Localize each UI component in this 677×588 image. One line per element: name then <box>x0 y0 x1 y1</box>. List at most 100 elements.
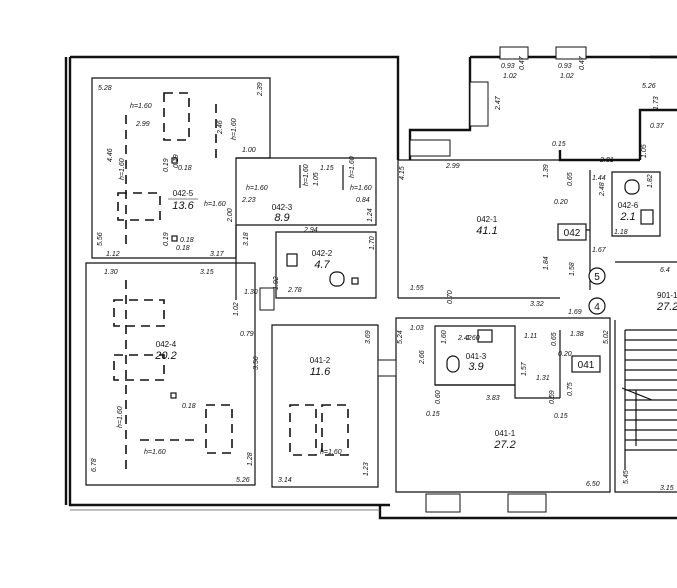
tag-042-label: 042 <box>564 228 581 239</box>
dim-label: 0.79 <box>240 331 254 338</box>
dim-label: 2.78 <box>287 287 302 294</box>
room-id-042-6: 042-6 <box>618 201 639 210</box>
room-042-4 <box>85 262 256 486</box>
dim-label: 1.02 <box>560 73 574 80</box>
dim-label: 1.03 <box>410 325 424 332</box>
dim-label: 2.99 <box>135 121 150 128</box>
dim-label: 0.65 <box>567 172 574 186</box>
dim-label: 1.44 <box>592 175 606 182</box>
dim-label: 2.46 <box>217 120 224 135</box>
room-id-042-2: 042-2 <box>312 249 333 258</box>
dim-label: 3.69 <box>365 330 372 344</box>
dim-label: 0.65 <box>551 332 558 346</box>
dim-label: 0.19 <box>163 232 170 246</box>
dim-label: 1.12 <box>106 251 120 258</box>
tag-042: 042 <box>557 223 587 241</box>
dim-label: 2.23 <box>241 197 256 204</box>
room-area-042-4: 20.2 <box>154 350 176 362</box>
room-area-042-5: 13.6 <box>172 200 194 212</box>
dim-label: 6.4 <box>660 267 670 274</box>
room-id-042-3: 042-3 <box>272 203 293 212</box>
dim-label: 2.99 <box>445 163 460 170</box>
marker-5-label: 5 <box>594 272 600 283</box>
dim-label: 1.84 <box>543 256 550 270</box>
room-area-041-2: 11.6 <box>310 366 331 378</box>
dim-label: 1.39 <box>543 164 550 178</box>
dim-label: 5.45 <box>623 470 630 484</box>
dim-label: 3.14 <box>278 477 292 484</box>
dim-label: 2.39 <box>257 82 264 97</box>
dim-label: 1.02 <box>233 302 240 316</box>
dim-label: 1.24 <box>367 208 374 222</box>
dim-label: 0.15 <box>554 413 568 420</box>
dim-label: 3.15 <box>200 269 214 276</box>
dim-label: 5.02 <box>603 330 610 344</box>
marker-5: 5 <box>588 267 606 285</box>
dim-label: 0.18 <box>180 237 194 244</box>
dim-label: 0.59 <box>549 390 556 404</box>
dim-label: 1.11 <box>524 333 537 340</box>
room-id-041-1: 041-1 <box>495 429 516 438</box>
tag-041: 041 <box>571 355 601 373</box>
tag-041-label: 041 <box>578 360 595 371</box>
dim-label: 3.17 <box>210 251 225 258</box>
dim-label: 1.82 <box>647 174 654 188</box>
dim-label: 3.83 <box>486 395 500 402</box>
dim-label: 1.18 <box>614 229 628 236</box>
dim-label: 1.02 <box>503 73 517 80</box>
dim-label: h=1.60 <box>303 164 310 186</box>
windows <box>259 46 587 513</box>
room-041-1 <box>395 317 611 493</box>
dim-label: 2.66 <box>419 350 426 365</box>
dim-label: 2.94 <box>303 227 318 234</box>
dim-label: 0.18 <box>182 403 196 410</box>
dim-label: 0.20 <box>558 351 572 358</box>
dim-label: h=1.60 <box>349 156 356 178</box>
dim-label: h=1.60 <box>117 406 124 428</box>
dim-label: 3.15 <box>660 485 674 492</box>
room-042-3 <box>235 157 377 300</box>
dim-label: 5.28 <box>98 85 112 92</box>
dim-label: 1.60 <box>441 330 448 344</box>
room-id-042-1: 042-1 <box>477 215 498 224</box>
dim-label: 0.15 <box>552 141 566 148</box>
dim-label: 0.15 <box>426 411 440 418</box>
dim-label: 1.57 <box>521 361 528 376</box>
dim-label: h=1.60 <box>246 185 268 192</box>
room-area-901-13: 27.2 <box>656 301 677 313</box>
dim-label: 1.38 <box>570 331 584 338</box>
dim-label: 1.58 <box>569 262 576 276</box>
dim-label: 0.19 <box>173 154 180 168</box>
dim-label: 5.26 <box>642 83 656 90</box>
dimension-labels: 5.28 2.39 h=1.60 2.99 2.46 h=1.60 4.46 h… <box>91 55 674 492</box>
dim-label: 1.31 <box>536 375 550 382</box>
dim-label: 4.15 <box>399 166 406 180</box>
dim-label: h=1.60 <box>320 449 342 456</box>
stairwell <box>614 261 677 493</box>
room-id-041-2: 041-2 <box>310 356 331 365</box>
dim-label: 3.56 <box>253 356 260 370</box>
marker-4: 4 <box>588 297 606 315</box>
dim-label: 1.55 <box>410 285 424 292</box>
dim-label: 4.46 <box>107 148 114 162</box>
dim-label: 3.18 <box>243 232 250 246</box>
dim-label: 5.56 <box>97 232 104 246</box>
room-area-042-3: 8.9 <box>274 212 289 224</box>
dim-label: 1.05 <box>313 172 320 186</box>
dim-label: 1.30 <box>104 269 118 276</box>
dim-label: 0.37 <box>650 123 665 130</box>
dim-label: 2.00 <box>227 208 234 223</box>
dim-label: 0.75 <box>567 382 574 396</box>
dim-label: h=1.60 <box>119 158 126 180</box>
dim-label: 0.93 <box>501 63 515 70</box>
room-id-041-3: 041-3 <box>466 352 487 361</box>
dim-label: 5.24 <box>397 330 404 344</box>
dim-label: 2.48 <box>599 182 606 197</box>
room-area-041-1: 27.2 <box>493 439 515 451</box>
dim-label: 0.60 <box>435 390 442 404</box>
dim-label: 6.78 <box>91 458 98 472</box>
marker-4-label: 4 <box>594 302 600 313</box>
dim-label: 0.84 <box>356 197 370 204</box>
dim-label: 0.19 <box>163 158 170 172</box>
